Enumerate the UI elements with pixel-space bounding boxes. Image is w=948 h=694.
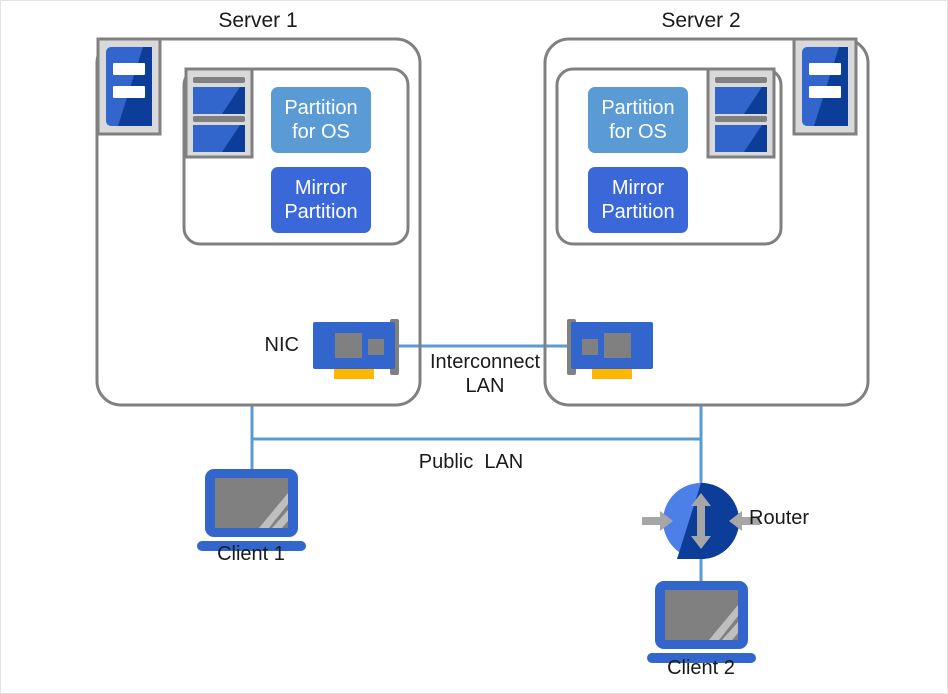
router-icon	[642, 483, 760, 559]
client1-label: Client 1	[217, 543, 285, 565]
client2-icon	[647, 581, 756, 663]
server2-server-icon	[792, 37, 858, 136]
server2-title: Server 2	[661, 9, 741, 32]
server2-disk-icon	[706, 67, 776, 159]
server1-inner-box	[182, 67, 410, 246]
interconnect-lan-label: Interconnect LAN	[429, 351, 541, 397]
server1-server-icon	[96, 37, 162, 136]
client2-label: Client 2	[667, 657, 735, 679]
server2-partition-os: Partition for OS	[588, 87, 688, 153]
server1-disk-icon	[184, 67, 254, 159]
router-label: Router	[749, 507, 810, 529]
server1-title: Server 1	[218, 9, 298, 32]
server2-inner-box	[555, 67, 783, 246]
server1-partition-mirror: Mirror Partition	[271, 167, 371, 233]
nic1-icon	[313, 319, 399, 379]
server2-partition-mirror: Mirror Partition	[588, 167, 688, 233]
public-lan-label: Public LAN	[418, 451, 524, 473]
server2-box	[543, 37, 870, 407]
nic2-icon	[567, 319, 653, 379]
client1-icon	[197, 469, 306, 551]
nic-label: NIC	[264, 334, 299, 356]
server1-box	[95, 37, 422, 407]
server1-partition-os: Partition for OS	[271, 87, 371, 153]
